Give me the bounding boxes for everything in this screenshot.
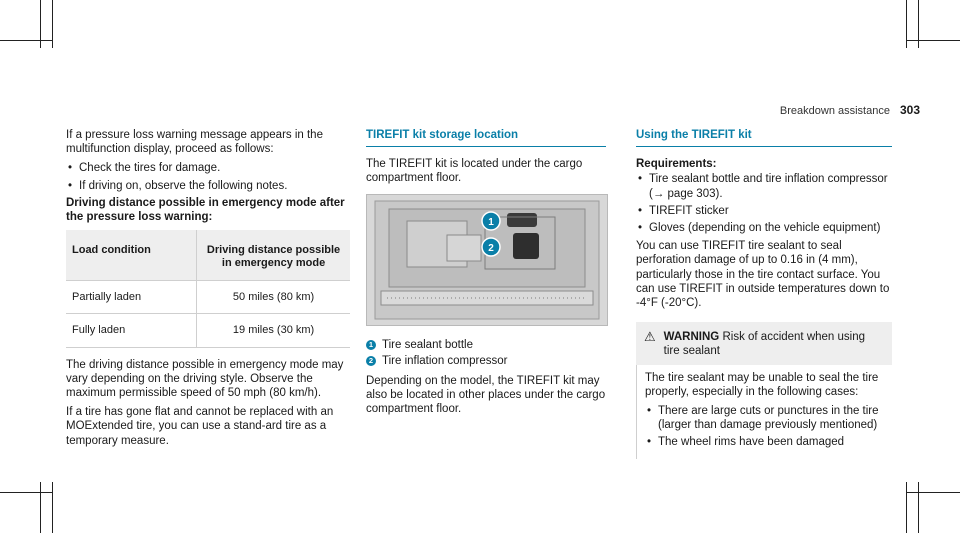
column-header: Load condition [66,230,197,281]
paragraph: Depending on the model, the TIREFIT kit … [366,375,606,416]
bullet-item: Check the tires for damage. [66,161,350,175]
warning-text: The tire sealant may be unable to seal t… [645,371,879,398]
table-cell: 19 miles (30 km) [196,313,350,348]
crop-mark [40,482,41,533]
warning-label: WARNING [663,331,720,344]
legend-item: 1 Tire sealant bottle [366,338,606,352]
paragraph: The driving distance possible in emergen… [66,358,344,400]
crop-mark [52,482,53,533]
warning-title: Risk of accident when using tire sealant [663,331,866,358]
column-middle: TIREFIT kit storage location The TIREFIT… [366,128,608,422]
bullet-item: If driving on, observe the following not… [66,179,350,193]
cargo-floor-illustration: 1 2 [367,194,607,325]
warning-body: The tire sealant may be unable to seal t… [636,364,892,459]
table-cell: Fully laden [66,313,197,348]
crop-mark [918,0,919,48]
table-cell: Partially laden [66,280,197,315]
crop-mark [0,492,52,493]
column-left: If a pressure loss warning message appea… [66,128,350,453]
legend-label: Tire inflation compressor [382,354,508,367]
crop-mark [906,492,960,493]
crop-mark [906,40,960,41]
legend-item: 2 Tire inflation compressor [366,354,606,368]
column-header: Driving distance possible in emergency m… [196,230,350,281]
page-header: Breakdown assistance 303 [780,103,920,117]
subheading: Driving distance possible in emergency m… [66,196,345,224]
intro-text: If a pressure loss warning message appea… [66,129,323,156]
svg-text:1: 1 [488,217,494,228]
warning-title-wrap: WARNING Risk of accident when using tire… [664,330,884,358]
paragraph: If a tire has gone flat and cannot be re… [66,406,334,447]
warning-header: ⚠ WARNING Risk of accident when using ti… [636,322,892,365]
requirement-item: TIREFIT sticker [636,204,892,218]
requirements-heading: Requirements: [636,158,717,171]
callout-number: 1 [366,339,376,350]
callout-number: 2 [366,355,376,366]
crop-mark [918,482,919,533]
distance-table: Load condition Driving distance possible… [66,230,350,348]
table-row: Partially laden 50 miles (80 km) [66,280,350,315]
warning-bullet: There are large cuts or punctures in the… [645,404,884,432]
paragraph: The TIREFIT kit is located under the car… [366,158,583,185]
legend-label: Tire sealant bottle [382,338,473,351]
requirement-item: Tire sealant bottle and tire inflation c… [636,172,892,200]
section-heading: Using the TIREFIT kit [636,128,892,148]
warning-icon: ⚠ [644,329,656,345]
crop-mark [52,0,53,48]
page-number: 303 [899,103,920,117]
paragraph: You can use TIREFIT tire sealant to seal… [636,240,890,310]
crop-mark [906,482,907,533]
cargo-floor-photo: 1 2 [366,193,608,326]
section-title: Breakdown assistance [779,105,890,117]
crop-mark [0,40,52,41]
warning-bullet: The wheel rims have been damaged [645,435,884,449]
section-heading: TIREFIT kit storage location [366,128,606,148]
column-right: Using the TIREFIT kit Requirements: Tire… [636,128,892,459]
svg-text:2: 2 [488,243,494,254]
crop-mark [40,0,41,48]
requirement-item: Gloves (depending on the vehicle equipme… [636,221,892,235]
table-cell: 50 miles (80 km) [196,280,350,315]
table-header-row: Load condition Driving distance possible… [66,230,350,281]
table-row: Fully laden 19 miles (30 km) [66,313,350,348]
crop-mark [906,0,907,48]
